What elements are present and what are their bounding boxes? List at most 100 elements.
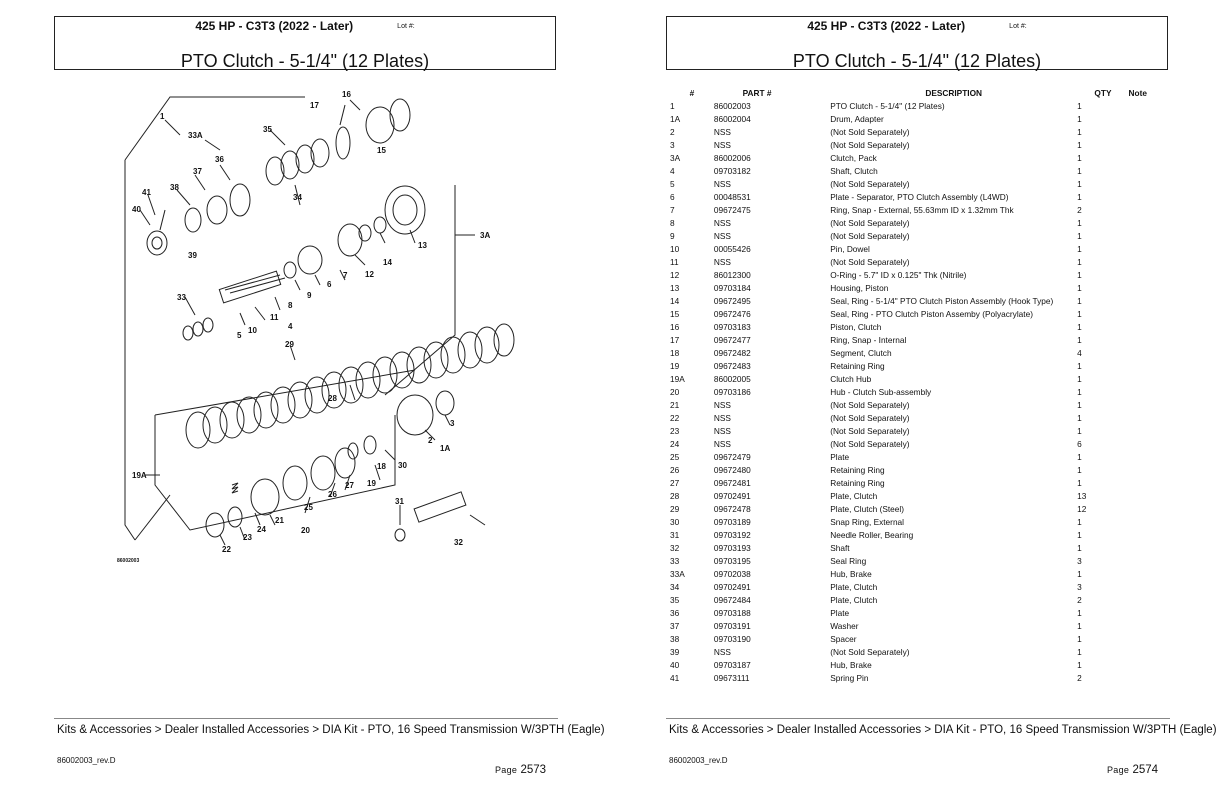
cell-number: 35 (670, 594, 680, 605)
cell-note (1115, 489, 1160, 502)
cell-description: Pin, Dowel (830, 243, 870, 254)
cell-description: Retaining Ring (830, 477, 885, 488)
cell-part-number: 09672495 (713, 295, 751, 306)
cell-note (1115, 606, 1160, 619)
cell-number: 19A (670, 373, 685, 384)
cell-note (1115, 268, 1160, 281)
breadcrumb[interactable]: Kits & Accessories > Dealer Installed Ac… (57, 724, 605, 736)
callout-19: 19 (367, 479, 376, 488)
cell-description: Spacer (830, 633, 857, 644)
callout-25: 25 (304, 503, 313, 512)
callout-35: 35 (263, 125, 272, 134)
cell-qty: 1 (1077, 451, 1082, 462)
cell-qty: 2 (1077, 672, 1082, 683)
cell-note (1115, 671, 1160, 684)
cell-description: Plate, Clutch (830, 594, 878, 605)
cell-qty: 1 (1077, 308, 1082, 319)
callout-31: 31 (395, 497, 404, 506)
col-header-qty: QTY (1094, 88, 1112, 98)
cell-description: Segment, Clutch (830, 347, 892, 358)
callout-32: 32 (454, 538, 463, 547)
separator-plate-6 (297, 245, 323, 275)
cell-part-number: NSS (713, 399, 731, 410)
cell-number: 32 (670, 542, 680, 553)
cell-description: Ring, Snap - External, 55.63mm ID x 1.32… (830, 204, 1014, 215)
cell-description: Plate, Clutch (830, 581, 878, 592)
cell-note (1115, 203, 1160, 216)
spacer-38 (184, 207, 202, 233)
cell-description: Plate - Separator, PTO Clutch Assembly (… (830, 191, 1009, 202)
cell-description: Piston, Clutch (830, 321, 882, 332)
cell-qty: 1 (1077, 568, 1082, 579)
washer-37 (206, 195, 228, 225)
cell-qty: 1 (1077, 282, 1082, 293)
group-outline-19a (154, 369, 416, 531)
o-ring-12 (337, 223, 363, 257)
cell-qty: 1 (1077, 425, 1082, 436)
callout-1: 1 (160, 112, 165, 121)
cell-description: (Not Sold Separately) (830, 399, 910, 410)
callout-17: 17 (310, 101, 319, 110)
cell-description: Housing, Piston (830, 282, 889, 293)
cell-description: (Not Sold Separately) (830, 256, 910, 267)
cell-number: 5 (670, 178, 675, 189)
breadcrumb[interactable]: Kits & Accessories > Dealer Installed Ac… (669, 724, 1217, 736)
group-outline-1 (124, 96, 305, 541)
cell-number: 17 (670, 334, 680, 345)
callout-33: 33 (177, 293, 186, 302)
hub-clutch-20 (250, 478, 280, 516)
cell-qty: 1 (1077, 191, 1082, 202)
cell-number: 8 (670, 217, 675, 228)
cell-number: 38 (670, 633, 680, 644)
cell-description: (Not Sold Separately) (830, 139, 910, 150)
cell-description: Retaining Ring (830, 464, 885, 475)
col-header-description: DESCRIPTION (925, 88, 983, 98)
cell-qty: 1 (1077, 620, 1082, 631)
cell-part-number: 09703182 (713, 165, 751, 176)
cell-part-number: NSS (713, 646, 731, 657)
cell-note (1115, 645, 1160, 658)
cell-qty: 1 (1077, 542, 1082, 553)
callout-18: 18 (377, 462, 386, 471)
page-left: 425 HP - C3T3 (2022 - Later)Lot #: PTO C… (54, 16, 605, 776)
cell-part-number: 09703189 (713, 516, 751, 527)
cell-part-number: 86002005 (713, 373, 751, 384)
cell-number: 26 (670, 464, 680, 475)
callout-12: 12 (365, 270, 374, 279)
cell-part-number: NSS (713, 425, 731, 436)
cell-number: 40 (670, 659, 680, 670)
cell-part-number: 09672480 (713, 464, 751, 475)
cell-part-number: 09672481 (713, 477, 751, 488)
cell-qty: 3 (1077, 581, 1082, 592)
cell-qty: 1 (1077, 243, 1082, 254)
cell-note (1115, 242, 1160, 255)
cell-note (1115, 307, 1160, 320)
cell-number: 34 (670, 581, 680, 592)
cell-number: 13 (670, 282, 680, 293)
cell-qty: 1 (1077, 529, 1082, 540)
cell-description: Plate, Clutch (Steel) (830, 503, 904, 514)
cell-qty: 4 (1077, 347, 1082, 358)
cell-note (1115, 580, 1160, 593)
cell-note (1115, 359, 1160, 372)
cell-part-number: 09703188 (713, 607, 751, 618)
cell-part-number: 09672477 (713, 334, 751, 345)
seal-ring-14 (373, 216, 387, 234)
cell-description: Drum, Adapter (830, 113, 884, 124)
page-number: Page 2574 (1107, 764, 1158, 776)
snap-ring-17 (335, 126, 351, 160)
